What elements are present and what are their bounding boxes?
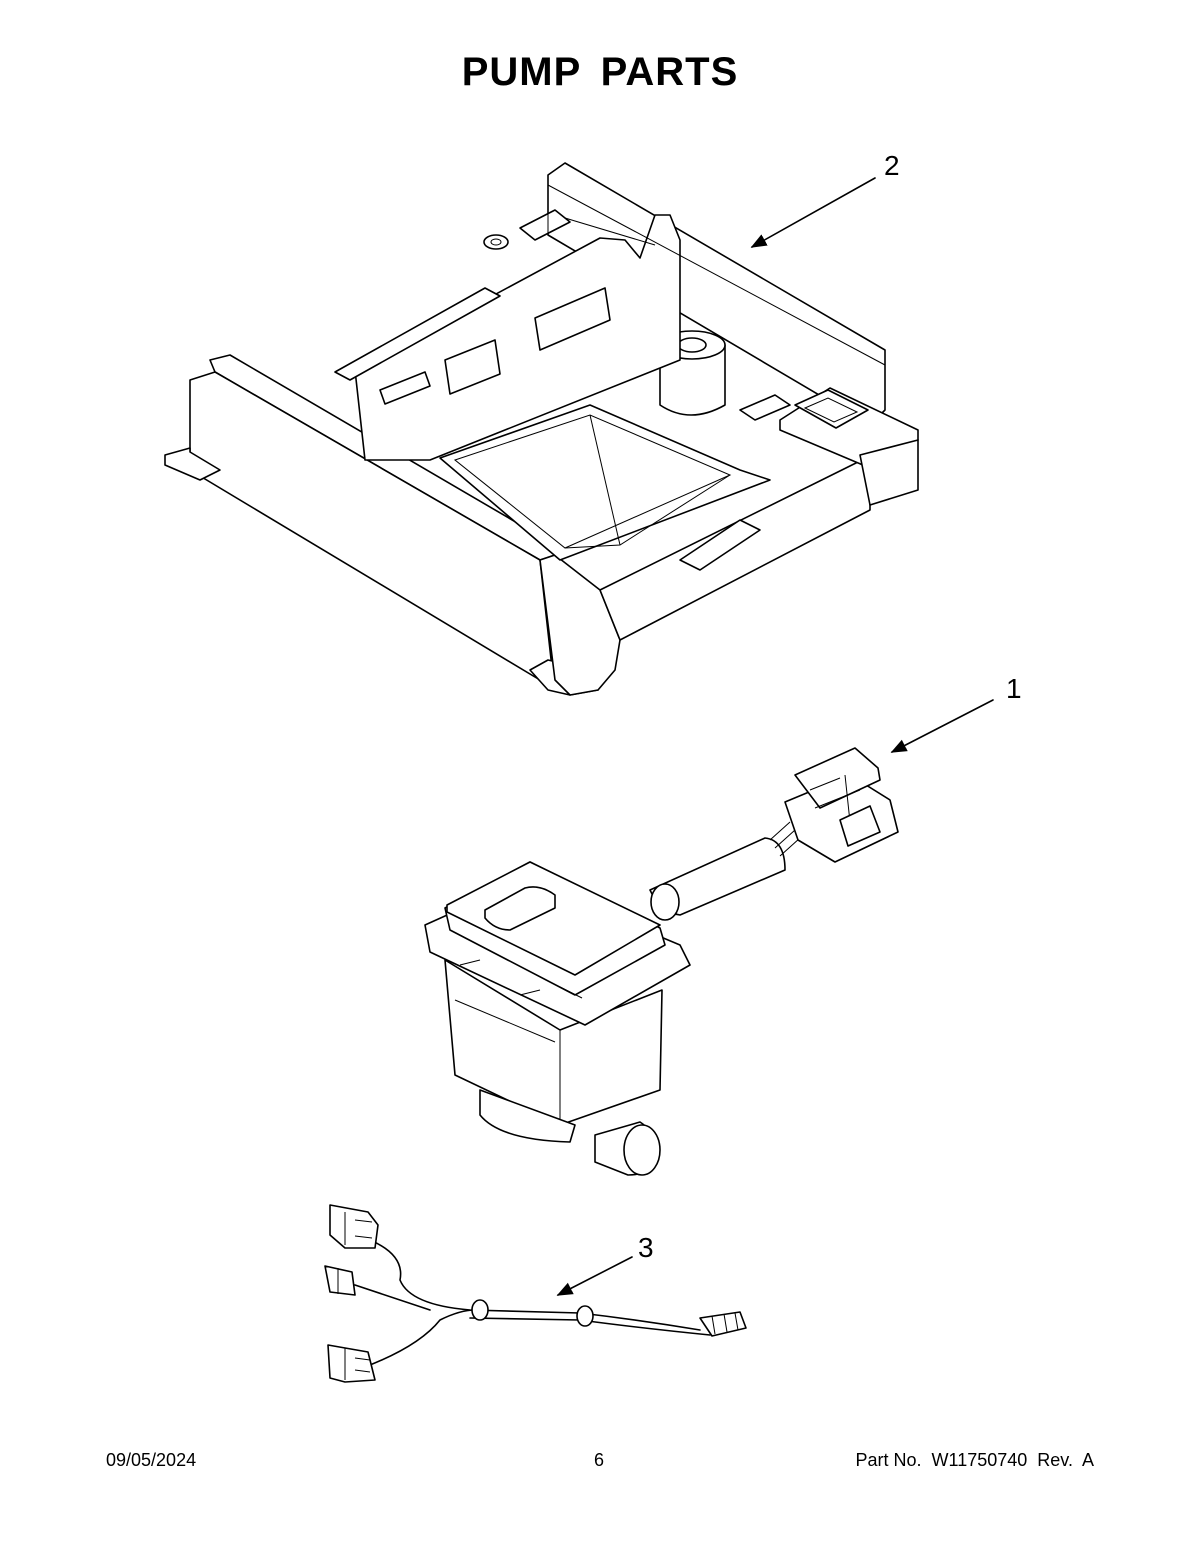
callout-2-label[interactable]: 2 bbox=[884, 150, 900, 181]
callout-1-arrow bbox=[890, 699, 994, 753]
callout-1-label[interactable]: 1 bbox=[1006, 673, 1022, 704]
footer-date: 09/05/2024 bbox=[106, 1450, 197, 1470]
pump-bracket-drawing[interactable] bbox=[164, 162, 919, 696]
footer-part-number: Part No. W11750740 Rev. A bbox=[855, 1450, 1094, 1470]
callout-3-label[interactable]: 3 bbox=[638, 1232, 654, 1263]
footer-page-number: 6 bbox=[594, 1450, 605, 1470]
callout-2-arrow bbox=[750, 177, 876, 248]
wire-harness-drawing[interactable] bbox=[324, 1204, 747, 1383]
callout-3-arrow bbox=[556, 1256, 633, 1296]
pump-assembly-drawing[interactable] bbox=[424, 747, 899, 1176]
page-title: PUMP PARTS bbox=[461, 50, 739, 94]
